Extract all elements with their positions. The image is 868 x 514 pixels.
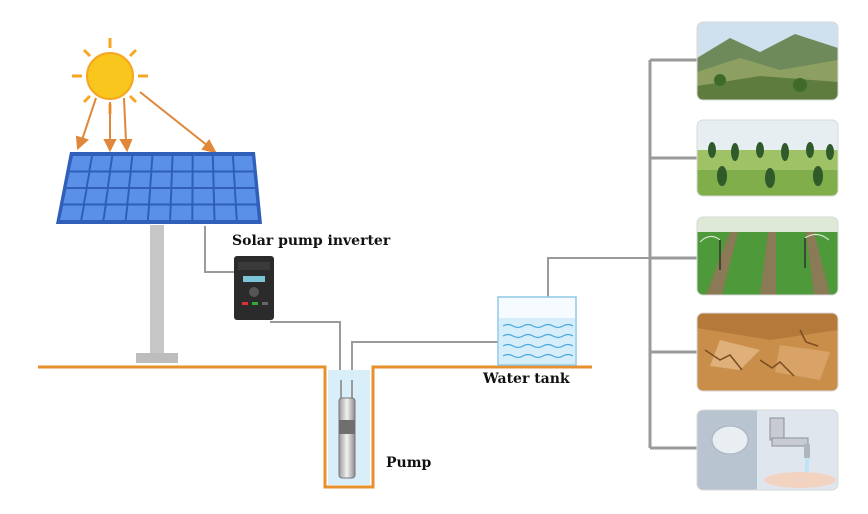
panel-cell (111, 156, 132, 171)
panel-cell (66, 172, 89, 187)
mountain-landscape-image (697, 22, 838, 100)
panel-cell (90, 156, 112, 171)
panel-cell (104, 205, 127, 220)
panel-stand (136, 225, 178, 363)
panel-cell (63, 189, 86, 204)
panel-cell (214, 189, 235, 204)
panel-cell (193, 156, 213, 171)
panel-cell (69, 156, 92, 171)
panel-cell (148, 205, 170, 220)
panel-cell (87, 172, 110, 187)
panel-cell (233, 156, 254, 171)
sun-icon (72, 38, 148, 114)
dry-soil-image (697, 313, 838, 391)
panel-cell (131, 156, 152, 171)
panel-cell (128, 189, 150, 204)
panel-cell (215, 205, 236, 220)
panel-cell (235, 189, 257, 204)
panel-cell (150, 189, 171, 204)
water-tank-label: Water tank (483, 371, 570, 387)
solar-panel-icon (56, 152, 262, 224)
panel-cell (193, 189, 214, 204)
panel-cell (151, 172, 171, 187)
panel-cell (172, 172, 192, 187)
panel-cell (214, 172, 234, 187)
inverter-icon (234, 256, 274, 320)
panel-cell (172, 156, 192, 171)
panel-cell (126, 205, 149, 220)
distribution-pipes (648, 58, 697, 450)
wiring (204, 226, 650, 380)
panel-cell (171, 189, 192, 204)
panel-cell (193, 172, 213, 187)
panel-cell (234, 172, 255, 187)
sunlight-arrows (75, 91, 217, 154)
panel-cell (84, 189, 107, 204)
panel-cell (106, 189, 128, 204)
panel-cell (152, 156, 172, 171)
ground-line (38, 365, 592, 489)
inverter-label: Solar pump inverter (232, 233, 391, 249)
panel-cell (193, 205, 214, 220)
panel-cell (108, 172, 130, 187)
panel-cell (60, 205, 83, 220)
panel-cell (171, 205, 192, 220)
panel-cell (236, 205, 258, 220)
orchard-image (697, 120, 838, 196)
panel-cell (130, 172, 151, 187)
faucet-image (697, 410, 838, 490)
irrigation-field-image (697, 217, 838, 295)
pump-icon (338, 380, 356, 479)
panel-cell (82, 205, 105, 220)
panel-cell (213, 156, 233, 171)
water-tank-icon (497, 296, 577, 366)
pump-label: Pump (386, 455, 432, 471)
